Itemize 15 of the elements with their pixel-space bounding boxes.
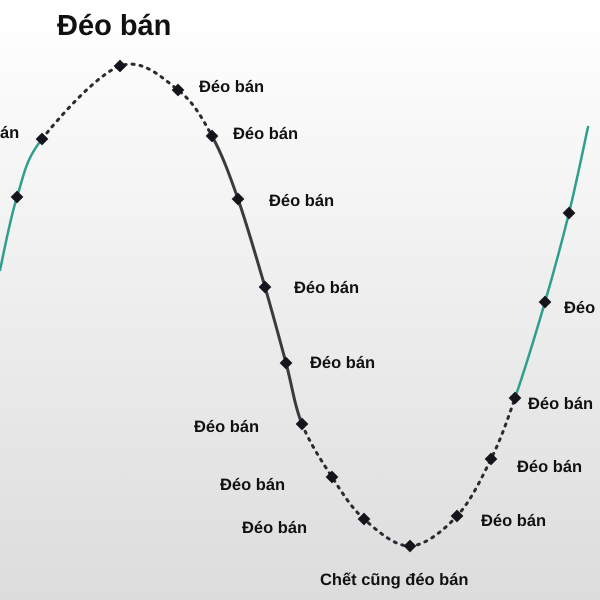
point-label: Đéo bán [517,457,582,477]
point-label: Đéo bán [269,191,334,211]
point-label: Đéo bán [528,394,594,414]
point-label: Đéo bán [194,417,260,437]
point-label: Đéo bán [481,511,546,531]
point-label: Đéo bán [233,124,298,144]
point-label: Đéo [564,298,596,318]
point-label: án [0,123,20,143]
point-label: Đéo bán [310,353,376,373]
point-label: Đéo bán [199,77,264,97]
title: Đéo bán [57,10,172,43]
point-label: Đéo bán [294,278,360,298]
point-label: Đéo bán [220,475,286,495]
point-label: Chết cũng đéo bán [320,570,468,590]
point-label: Đéo bán [242,518,308,538]
